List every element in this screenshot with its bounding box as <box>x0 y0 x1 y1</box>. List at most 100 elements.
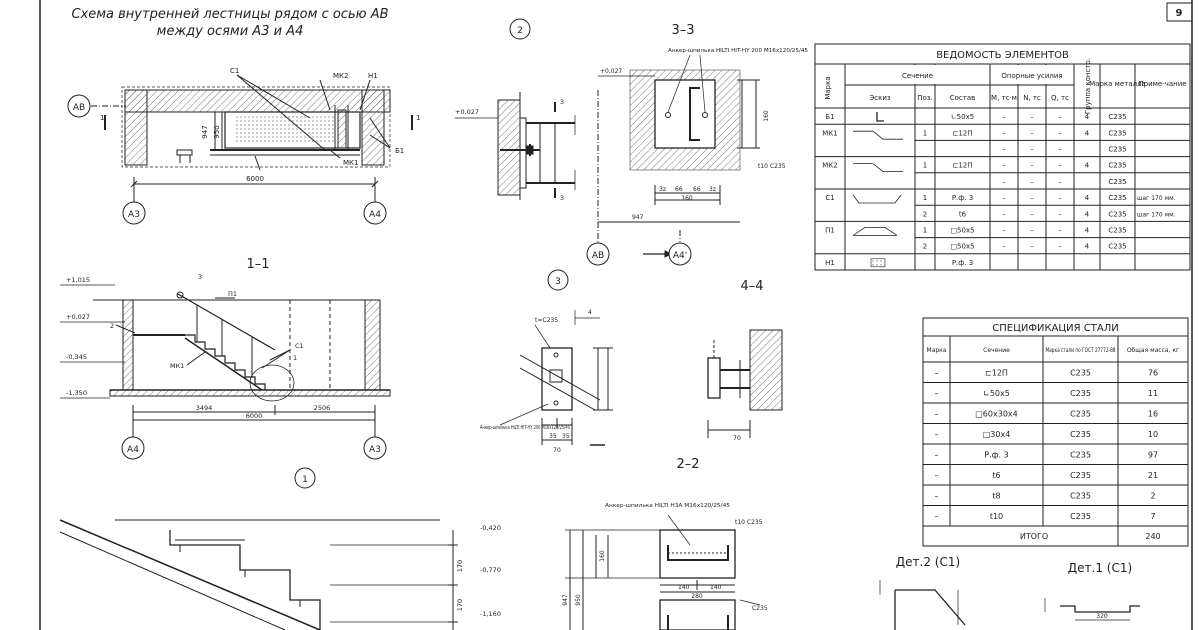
spec-cell-mass: 2 <box>1150 491 1155 500</box>
spec-cell-steel: С235 <box>1070 450 1091 459</box>
ved-row-mark: С1 <box>825 194 834 202</box>
node2-level: +0,027 <box>455 108 479 116</box>
ved-sketch-mesh <box>870 258 886 268</box>
svg-text:А4': А4' <box>673 251 687 261</box>
plan-texts: С1 МК2 Н1 МК1 Б1 6000 947 950 1 1 <box>100 67 420 183</box>
ved-cell-comp: □50х5 <box>950 243 974 251</box>
node3-drawing <box>499 310 613 446</box>
node3-cut: 4 <box>588 309 592 316</box>
spec-cell-mark: – <box>935 389 939 398</box>
spec-cell-steel: С235 <box>1070 512 1091 521</box>
node1-dim-170a: 170 <box>456 560 464 572</box>
ved-sketch-angle <box>876 112 884 122</box>
spec-cell-section: ⊏12П <box>985 368 1008 377</box>
label-p1: П1 <box>228 290 237 298</box>
ved-header-m: M, тс·м <box>991 94 1017 102</box>
section22-texts: Анкер-шпилька HILTI H3A M16x120/25/45 t1… <box>562 503 768 612</box>
ved-cell-steel: С235 <box>1108 129 1126 137</box>
ved-cell-steel: С235 <box>1108 210 1126 218</box>
ved-cell-comp: ⊏12П <box>952 129 972 137</box>
ved-header-group: Группа констр. <box>1084 58 1092 114</box>
section22-anchor: Анкер-шпилька HILTI H3A M16x120/25/45 <box>605 503 731 509</box>
spec-cell-mass: 97 <box>1148 450 1158 459</box>
level-1015: +1,015 <box>66 276 90 284</box>
spec-cell-mark: – <box>935 430 939 439</box>
node1-drawing <box>59 519 458 630</box>
spec-total-value: 240 <box>1145 532 1160 541</box>
section33-dim-c: 66 <box>693 186 701 193</box>
section33-dim-b: 66 <box>675 186 683 193</box>
ved-cell-n: – <box>1030 178 1034 186</box>
ved-cell-pos: 2 <box>923 210 927 218</box>
section33-axis-a4prime: А4' <box>668 242 692 266</box>
ved-cell-n: – <box>1030 210 1034 218</box>
ved-cell-n: – <box>1030 194 1034 202</box>
spec-cell-mass: 10 <box>1148 430 1158 439</box>
spec-cell-mass: 76 <box>1148 368 1158 377</box>
ved-header-q: Q, тс <box>1051 94 1069 102</box>
section11-drawing <box>60 284 391 438</box>
ved-row-mark: Б1 <box>825 113 834 121</box>
plan-dim-950: 950 <box>213 125 221 138</box>
svg-text:А4: А4 <box>127 445 139 455</box>
ved-cell-grp: 4 <box>1085 194 1090 202</box>
spec-cell-section: Р.ф. 3 <box>984 450 1008 459</box>
node1-level-1160: -1,160 <box>480 610 501 618</box>
plan-label-mk1: МК1 <box>343 159 358 167</box>
dim-2506: 2506 <box>314 404 331 412</box>
ved-cell-grp: 4 <box>1085 243 1090 251</box>
det1-drawing <box>1044 598 1140 621</box>
level-0027: +0,027 <box>66 313 90 321</box>
ved-cell-steel: С235 <box>1108 243 1126 251</box>
spec-cell-section: □30х4 <box>983 430 1011 439</box>
ved-cell-n: – <box>1030 243 1034 251</box>
node1-dim-170b: 170 <box>456 599 464 611</box>
title-line1: Схема внутренней лестницы рядом с осью А… <box>71 7 388 22</box>
svg-text:3: 3 <box>555 277 561 287</box>
svg-text:1: 1 <box>302 475 308 485</box>
ved-cell-comp: Р.ф. 3 <box>952 194 973 202</box>
ved-header-note: Приме-чание <box>1138 80 1186 88</box>
svg-text:2: 2 <box>517 26 523 36</box>
section33-dim-d: 3z <box>709 186 716 193</box>
ved-header-section: Сечение <box>902 72 933 80</box>
det2-drawing <box>879 580 966 630</box>
ved-cell-pos: 1 <box>923 162 927 170</box>
ved-cell-q: – <box>1058 194 1062 202</box>
section33-dim-a: 3z <box>659 186 666 193</box>
ved-header-pos: Поз. <box>917 94 933 102</box>
section22-dim-160: 160 <box>599 550 606 562</box>
ved-header-steel: Марка металла <box>1089 80 1146 88</box>
node3-plate: t=С235 <box>535 317 558 324</box>
spec-cell-section: □60х30х4 <box>975 409 1017 418</box>
node3-anchor: Анкер-шпилька HILTI HIT-HY 200 М16х120/2… <box>480 425 570 431</box>
ved-cell-n: – <box>1030 146 1034 154</box>
ved-cell-steel: С235 <box>1108 227 1126 235</box>
section44-drawing <box>707 329 783 438</box>
plan-label-b1: Б1 <box>395 147 404 155</box>
spec-header-section: Сечение <box>983 347 1010 354</box>
spec-cell-mass: 7 <box>1150 512 1155 521</box>
spec-header-mark: Марка <box>927 347 947 354</box>
spec-table-frame <box>922 317 1189 547</box>
section33-anchor-line1: Анкер-шпилька HILTI HIT-HY 200 М16х120/2… <box>668 48 809 54</box>
ved-cell-note: шаг 170 мм. <box>1137 211 1176 218</box>
ved-cell-q: – <box>1058 210 1062 218</box>
ved-row-mark: МК2 <box>822 162 837 170</box>
plan-label-h1: Н1 <box>368 72 378 80</box>
label-c1: С1 <box>295 342 304 350</box>
ved-cell-m: – <box>1002 113 1006 121</box>
plan-dim-total: 6000 <box>246 175 264 183</box>
node3-dim-35a: 35 <box>549 433 557 440</box>
node2-cut-bottom: 3 <box>560 194 564 202</box>
det1-title: Дет.1 (С1) <box>1068 561 1132 575</box>
ved-sketch-stringer <box>853 163 903 172</box>
section22-dim-140b: 140 <box>710 584 722 591</box>
spec-table-title: СПЕЦИФИКАЦИЯ СТАЛИ <box>992 323 1118 334</box>
section22-plate1: t10 С235 <box>735 519 763 526</box>
det2-title: Дет.2 (С1) <box>896 555 960 569</box>
ved-cell-grp: 4 <box>1085 129 1090 137</box>
spec-cell-mark: – <box>935 491 939 500</box>
